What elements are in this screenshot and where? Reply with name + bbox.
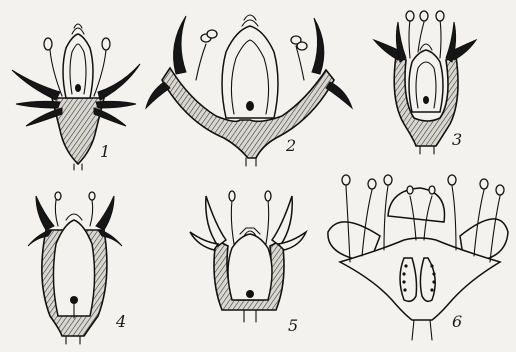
flower-4-sepal-right	[96, 196, 114, 230]
figure-label-5: 5	[288, 316, 298, 335]
flower-1-sepal-right	[98, 64, 140, 100]
flower-2-sepal-left	[174, 16, 186, 74]
flower-1-sepal-left	[12, 70, 60, 100]
flower-1-stamen-right	[94, 50, 106, 96]
flower-2-stamen-left	[196, 44, 206, 80]
figure-label-1: 1	[100, 142, 110, 161]
flower-2-stamen-right	[296, 46, 304, 80]
figure-label-3: 3	[452, 130, 462, 149]
flower-4-diagram	[28, 192, 122, 344]
flower-1-diagram	[12, 24, 140, 170]
flower-6-petal-back	[388, 188, 445, 222]
flower-5-sepal-right	[272, 196, 292, 246]
flower-1-receptacle	[52, 98, 104, 164]
figure-label-6: 6	[452, 312, 462, 331]
figure-label-2: 2	[286, 136, 296, 155]
flower-4-sepal-left	[36, 196, 54, 230]
flower-2-sepal-right	[312, 18, 324, 74]
figure-label-4: 4	[116, 312, 126, 331]
flower-5-diagram	[190, 191, 306, 322]
flower-2-diagram	[146, 15, 352, 166]
flower-6-locule-left	[400, 258, 417, 301]
flower-5-sepal-left	[206, 196, 226, 246]
flower-6-diagram	[328, 175, 508, 340]
